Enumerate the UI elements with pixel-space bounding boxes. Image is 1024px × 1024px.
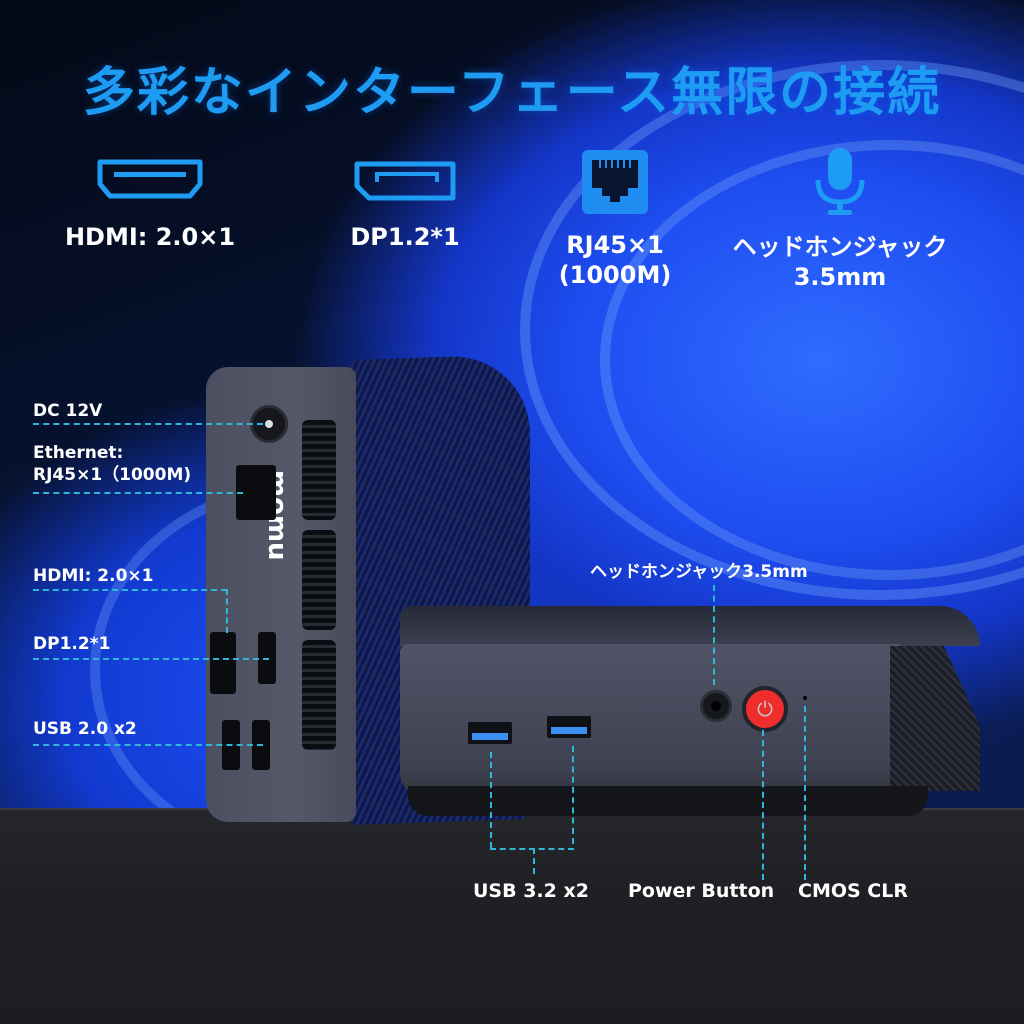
callout-displayport: DP1.2*1 bbox=[33, 634, 111, 654]
callout-usb2: USB 2.0 x2 bbox=[33, 719, 137, 739]
feature-rj45: RJ45×1 (1000M) bbox=[535, 150, 695, 290]
callout-line bbox=[33, 492, 243, 494]
callout-hdmi: HDMI: 2.0×1 bbox=[33, 566, 154, 586]
vent-grille bbox=[302, 530, 336, 630]
cmos-clear-hole bbox=[803, 696, 807, 700]
callout-line bbox=[33, 589, 227, 591]
callout-line bbox=[490, 848, 574, 850]
headphone-jack-port bbox=[700, 690, 732, 722]
callout-headphone-jack: ヘッドホンジャック3.5mm bbox=[590, 562, 808, 582]
power-button-icon: ⏻ bbox=[742, 686, 788, 732]
mini-pc-top bbox=[400, 606, 980, 646]
microphone-headphone-jack-icon bbox=[815, 148, 865, 215]
callout-usb3: USB 3.2 x2 bbox=[473, 880, 589, 902]
callout-line bbox=[572, 746, 574, 844]
callout-line bbox=[226, 589, 228, 633]
callout-line bbox=[533, 848, 535, 874]
rj45-ethernet-icon bbox=[582, 150, 648, 214]
mini-pc-horizontal-front bbox=[400, 606, 980, 826]
vent-grille bbox=[302, 640, 336, 750]
callout-line bbox=[713, 585, 715, 685]
displayport-icon bbox=[354, 161, 456, 201]
feature-label: RJ45×1 (1000M) bbox=[558, 231, 672, 289]
feature-displayport: DP1.2*1 bbox=[315, 160, 495, 252]
page-title: 多彩なインターフェース無限の接続 bbox=[82, 63, 942, 123]
callout-line bbox=[33, 658, 269, 660]
feature-hdmi: HDMI: 2.0×1 bbox=[55, 158, 245, 252]
mini-pc-front-panel bbox=[400, 644, 905, 794]
feature-label: HDMI: 2.0×1 bbox=[64, 223, 236, 251]
callout-line bbox=[804, 706, 806, 880]
feature-label: DP1.2*1 bbox=[350, 223, 460, 251]
callout-line bbox=[33, 423, 263, 425]
table-surface bbox=[0, 808, 1024, 1024]
usb3-port bbox=[547, 716, 591, 738]
callout-line bbox=[33, 744, 263, 746]
callout-cmos-clr: CMOS CLR bbox=[798, 880, 908, 902]
callout-ethernet: Ethernet: RJ45×1（1000M) bbox=[33, 443, 192, 485]
callout-power-button: Power Button bbox=[628, 880, 775, 902]
mini-pc-side-vent bbox=[890, 646, 980, 791]
callout-line bbox=[490, 752, 492, 848]
usb3-port bbox=[468, 722, 512, 744]
feature-headphone-jack: ヘッドホンジャック 3.5mm bbox=[700, 146, 980, 292]
callout-dc-12v: DC 12V bbox=[33, 401, 103, 421]
displayport-port bbox=[210, 632, 236, 694]
mini-pc-base bbox=[408, 786, 928, 816]
hdmi-port-icon bbox=[97, 159, 203, 199]
vent-grille bbox=[302, 420, 336, 520]
feature-label: ヘッドホンジャック 3.5mm bbox=[732, 233, 948, 291]
callout-line bbox=[762, 730, 764, 880]
